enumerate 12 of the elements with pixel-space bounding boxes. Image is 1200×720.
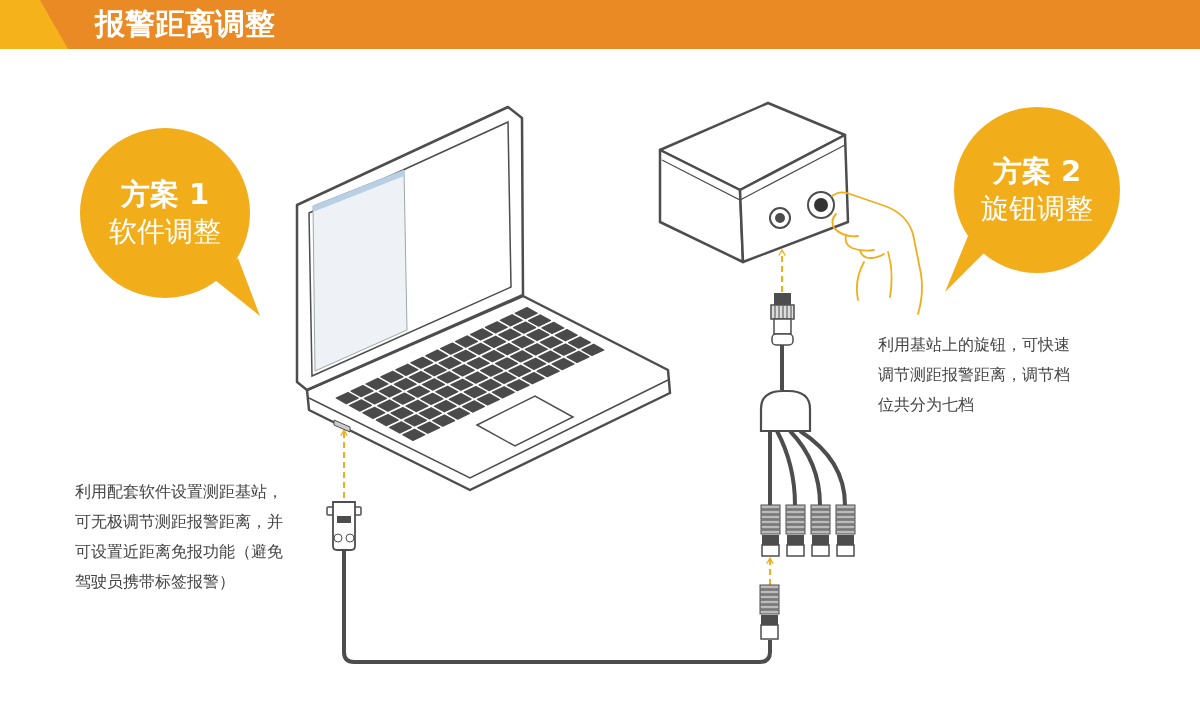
plan-heading: 方案 1 bbox=[120, 176, 210, 213]
plan-heading: 方案 2 bbox=[992, 153, 1082, 190]
plan-subtitle: 软件调整 bbox=[109, 214, 221, 250]
dashed-arrow bbox=[778, 249, 786, 293]
description-text: 利用基站上的旋钮，可快速调节测距报警距离，调节档位共分为七档 bbox=[878, 334, 1071, 416]
plan-subtitle: 旋钮调整 bbox=[981, 191, 1093, 227]
title: 报警距离调整 bbox=[95, 5, 275, 43]
description-text: 利用配套软件设置测距基站，可无极调节测距报警距离，并可设置近距离免报功能（避免驾驶员携带标签报警） bbox=[75, 481, 284, 593]
cable bbox=[780, 345, 784, 390]
dashed-arrow bbox=[766, 557, 774, 586]
dashed-arrow bbox=[340, 429, 348, 499]
cable bbox=[768, 431, 772, 505]
